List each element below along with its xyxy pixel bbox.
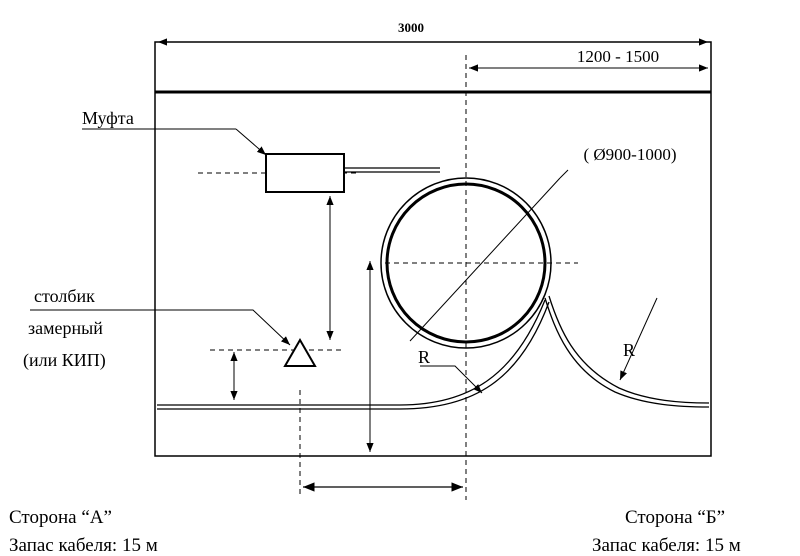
side-a-title: Сторона “А” (9, 507, 112, 528)
vertical-dimensions (230, 196, 374, 452)
diameter-label: ( Ø900-1000) (583, 145, 676, 164)
bend-radius-right-label: R (623, 340, 635, 360)
side-b-reserve: Запас кабеля: 15 м (592, 535, 741, 556)
bend-radius-right-leader (619, 297, 658, 381)
post-label-line3: (или КИП) (23, 350, 106, 371)
diameter-leader (559, 169, 569, 179)
coupling-box (265, 153, 345, 193)
coupling-label: Муфта (82, 108, 134, 128)
bend-radius-left-label: R (418, 347, 430, 367)
measuring-post-triangle (283, 337, 317, 367)
post-label-line2: замерный (28, 318, 103, 338)
cable-right-run (544, 295, 710, 408)
coupling-leader (82, 128, 267, 156)
cable-loop (380, 177, 552, 349)
bend-radius-left-leader (420, 365, 483, 394)
side-a-reserve: Запас кабеля: 15 м (9, 535, 158, 556)
outer-frame (154, 41, 712, 457)
diameter-line (409, 177, 561, 342)
side-b-title: Сторона “Б” (625, 507, 725, 528)
dimension-1200-1500-label: 1200 - 1500 (577, 47, 659, 66)
cable-coupling-to-loop (344, 167, 440, 173)
post-leader (30, 309, 291, 346)
post-label-line1: столбик (34, 286, 95, 306)
dimension-3000-label: 3000 (398, 20, 424, 35)
cable-left-run (157, 299, 550, 410)
